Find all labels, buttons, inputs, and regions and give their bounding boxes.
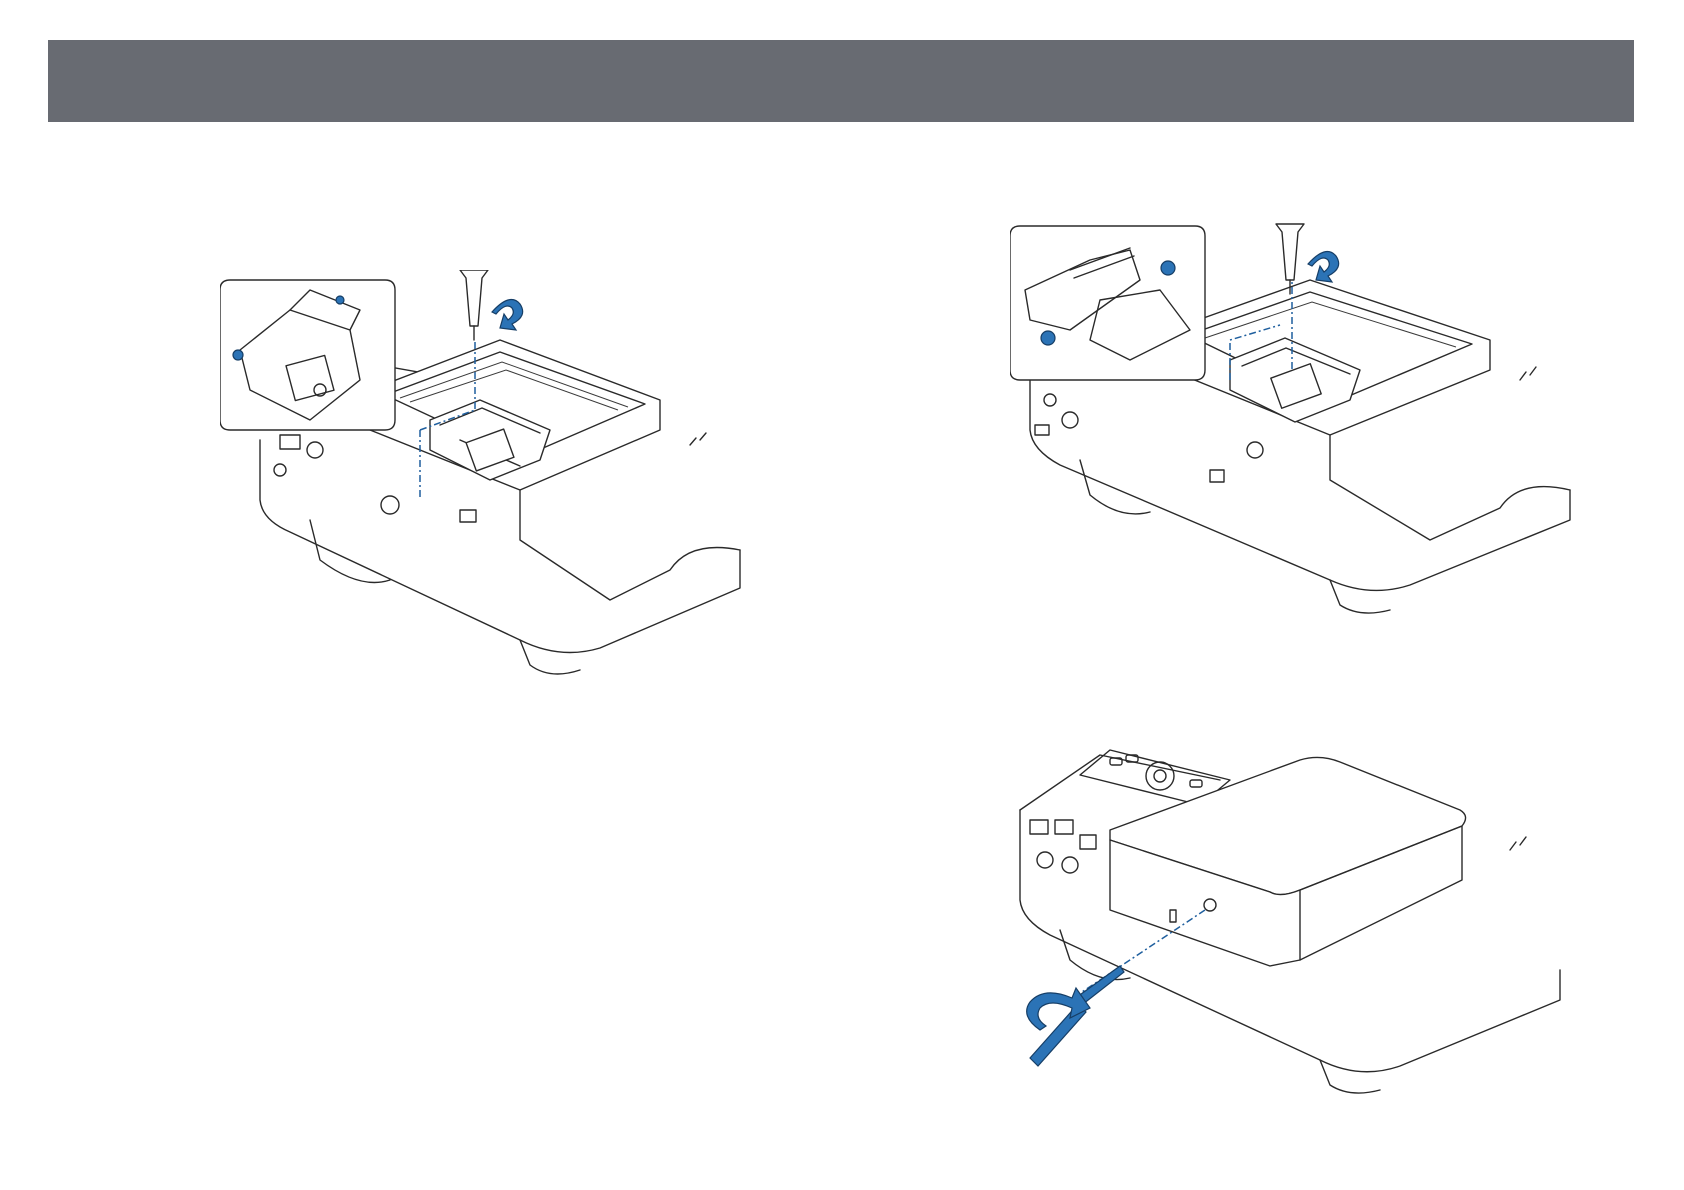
lamp-cover-illustration	[1000, 740, 1580, 1140]
screwdriver-icon	[460, 270, 488, 340]
lamp-install-illustration	[220, 270, 780, 710]
rotate-arrow-icon	[492, 300, 523, 331]
lamp-screw-illustration	[1010, 220, 1590, 660]
rotate-arrow-icon	[1308, 252, 1339, 283]
lamp-screw-svg	[1010, 220, 1590, 660]
lamp-install-svg	[220, 270, 780, 710]
screwdriver-icon	[1030, 966, 1124, 1066]
rotate-arrow-icon	[1027, 988, 1090, 1030]
header-bar	[48, 40, 1634, 122]
lamp-cover-svg	[1000, 740, 1580, 1140]
